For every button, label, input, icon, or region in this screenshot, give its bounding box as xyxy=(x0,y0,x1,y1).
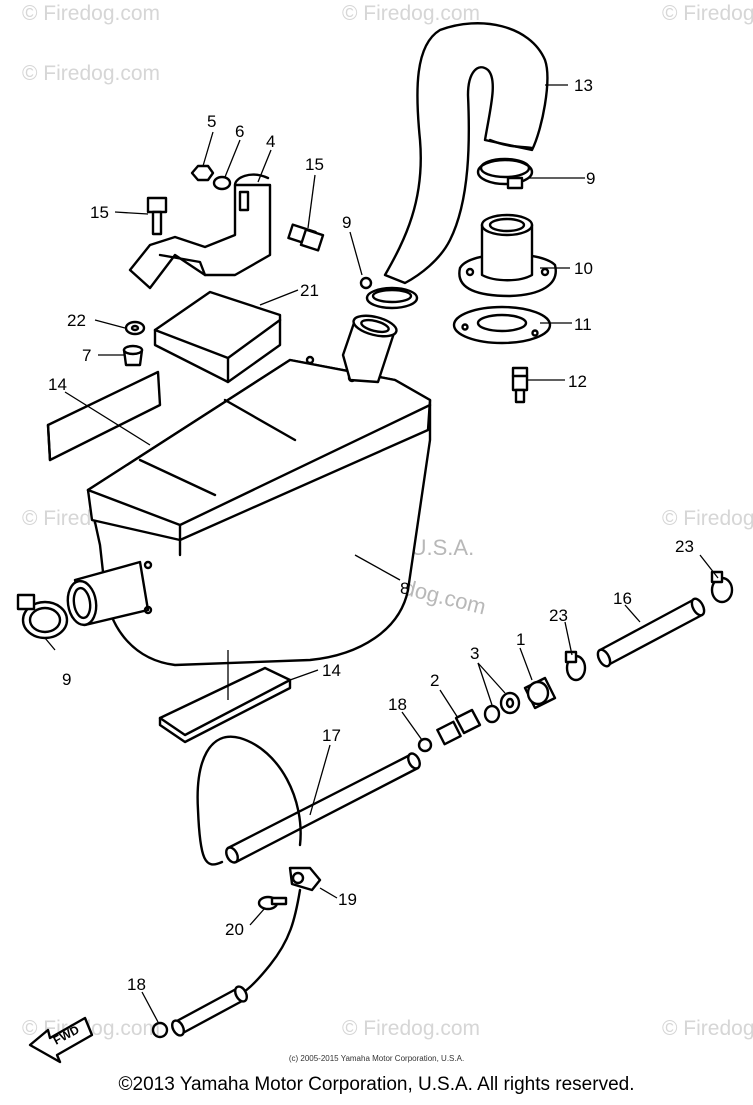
watermark-top-center: © Firedog.com xyxy=(342,2,480,25)
callout-19: 19 xyxy=(338,890,357,909)
callout-13: 13 xyxy=(574,76,593,95)
callout-7: 7 xyxy=(82,346,91,365)
part-7-grommet[interactable] xyxy=(122,344,144,367)
callout-9-left: 9 xyxy=(62,670,71,689)
part-10-outlet-fitting[interactable] xyxy=(458,213,557,298)
watermark-top-right: © Firedog.com xyxy=(662,2,753,25)
part-3-washer-a[interactable] xyxy=(483,704,501,724)
part-22-washer[interactable] xyxy=(124,320,146,336)
part-14-pad-bottom[interactable] xyxy=(158,666,292,744)
part-19-clamp[interactable] xyxy=(288,866,322,892)
callout-2: 2 xyxy=(430,671,439,690)
callout-labels: 13 9 10 11 12 9 5 6 4 15 15 21 22 7 14 8… xyxy=(48,76,694,994)
callout-22: 22 xyxy=(67,311,86,330)
callout-6: 6 xyxy=(235,122,244,141)
callout-9-top: 9 xyxy=(586,169,595,188)
part-23-clamp-right[interactable] xyxy=(710,570,734,604)
part-1-cap[interactable] xyxy=(523,676,557,710)
watermark-bottom-right: © Firedog.com xyxy=(662,1017,753,1040)
callout-8: 8 xyxy=(400,579,409,598)
part-4-bracket[interactable] xyxy=(128,173,272,290)
callout-20: 20 xyxy=(225,920,244,939)
part-5-nut[interactable] xyxy=(190,164,215,182)
callout-21: 21 xyxy=(300,281,319,300)
part-9-hose-clamp-middle[interactable] xyxy=(359,276,419,310)
part-18-clip-upper[interactable] xyxy=(417,737,433,753)
callout-18-lower: 18 xyxy=(127,975,146,994)
leader-lines xyxy=(44,84,719,1023)
callout-14-bottom: 14 xyxy=(322,661,341,680)
part-16-hose[interactable] xyxy=(595,597,706,669)
part-20-screw[interactable] xyxy=(257,895,288,911)
callout-17: 17 xyxy=(322,726,341,745)
part-18-clip-lower[interactable] xyxy=(151,1021,169,1039)
callout-18-upper: 18 xyxy=(388,695,407,714)
short-hose-bottom[interactable] xyxy=(170,985,249,1038)
fwd-arrow-icon: FWD xyxy=(28,1016,94,1064)
callout-11: 11 xyxy=(574,315,592,334)
callout-23-middle: 23 xyxy=(549,606,568,625)
callout-9-middle: 9 xyxy=(342,213,351,232)
copyright-notice: ©2013 Yamaha Motor Corporation, U.S.A. A… xyxy=(118,1074,635,1095)
callout-14-top: 14 xyxy=(48,375,67,394)
part-17-hose[interactable] xyxy=(224,752,422,865)
part-13-exhaust-hose[interactable] xyxy=(383,22,549,285)
callout-10: 10 xyxy=(574,259,593,278)
watermark-top-left: © Firedog.com xyxy=(22,2,160,25)
callout-12: 12 xyxy=(568,372,587,391)
callout-23-right: 23 xyxy=(675,537,694,556)
part-11-gasket[interactable] xyxy=(452,305,552,345)
part-21-pad[interactable] xyxy=(153,290,282,384)
callout-1: 1 xyxy=(516,630,525,649)
small-copyright: (c) 2005-2015 Yamaha Motor Corporation, … xyxy=(288,1054,465,1063)
callout-15-left: 15 xyxy=(90,203,109,222)
part-15-bolt-right[interactable] xyxy=(287,223,325,252)
part-2-fitting[interactable] xyxy=(436,708,482,746)
watermark-bottom-center: © Firedog.com xyxy=(342,1017,480,1040)
callout-3: 3 xyxy=(470,644,479,663)
part-3-washer-b[interactable] xyxy=(499,691,521,715)
callout-16: 16 xyxy=(613,589,632,608)
part-12-fitting[interactable] xyxy=(511,366,529,404)
callout-4: 4 xyxy=(266,132,275,151)
part-9-hose-clamp-top[interactable] xyxy=(476,157,534,190)
part-6-washer[interactable] xyxy=(212,175,232,191)
watermark-upper-left: © Firedog.com xyxy=(22,62,160,85)
part-8-muffler-box[interactable] xyxy=(65,312,432,667)
part-23-clamp-middle[interactable] xyxy=(564,650,587,682)
watermark-mid-right: © Firedog.com xyxy=(662,507,753,530)
callout-5: 5 xyxy=(207,112,216,131)
part-15-bolt-left[interactable] xyxy=(146,196,168,236)
part-9-hose-clamp-left[interactable] xyxy=(16,593,69,640)
hose-loop-outline xyxy=(196,735,302,866)
callout-15-right: 15 xyxy=(305,155,324,174)
